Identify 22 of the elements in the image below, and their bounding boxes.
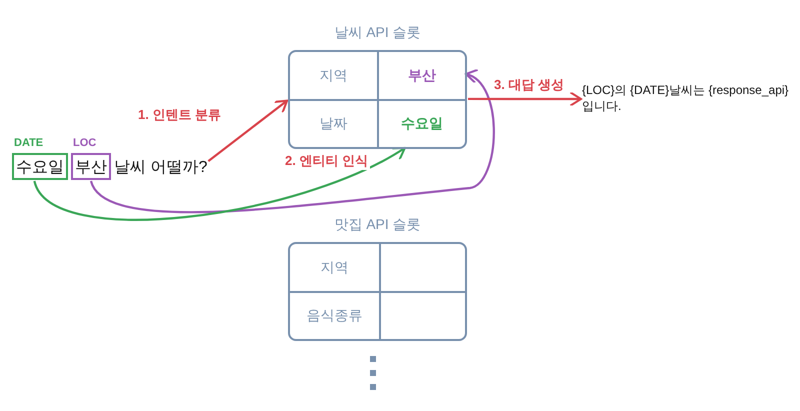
cell-text: 지역 (320, 258, 348, 276)
cell-text: 부산 (408, 66, 436, 84)
arrow (468, 91, 582, 107)
table-title: 맛집 API 슬롯 (333, 216, 422, 234)
arrow (208, 100, 288, 162)
edge-label: 1. 인텐트 분류 (136, 106, 224, 124)
entity-tag: LOC (73, 137, 96, 149)
table-title: 날씨 API 슬롯 (333, 24, 422, 42)
cell-text: 날짜 (320, 115, 348, 133)
empty-cell (379, 244, 465, 293)
cell-text: 수요일 (401, 115, 443, 133)
response-template: {LOC}의 {DATE}날씨는 {response_api}입니다. (582, 83, 790, 115)
node-box (290, 52, 379, 101)
edge-label: 2. 엔티티 인식 (283, 152, 370, 170)
arrow (33, 146, 406, 221)
cell-text: 지역 (320, 66, 348, 84)
entity-tag: DATE (14, 137, 44, 149)
entity-word: 수요일 (16, 159, 64, 176)
cell-text: 음식종류 (306, 307, 362, 325)
entity-word: 부산 (75, 159, 107, 176)
arrow (90, 71, 495, 214)
question-text: 날씨 어떨까? (114, 159, 208, 176)
